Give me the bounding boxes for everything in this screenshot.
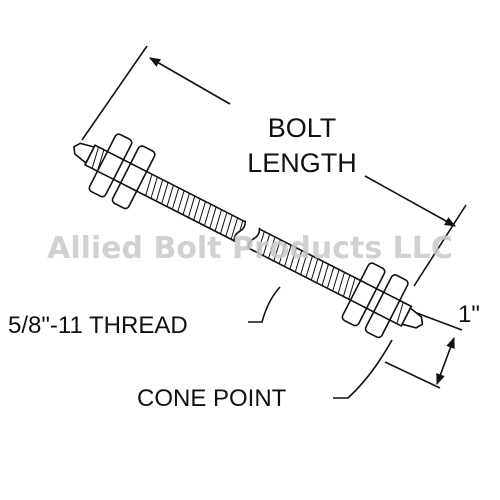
bolt-length-dimension xyxy=(81,45,467,287)
thread-line xyxy=(166,185,174,207)
thread-line xyxy=(294,250,303,273)
thread-line xyxy=(91,146,100,169)
thread-line xyxy=(214,209,222,232)
thread-line xyxy=(278,242,287,264)
thread-line xyxy=(342,274,351,297)
left-nut-inner xyxy=(111,145,156,210)
thread-line xyxy=(187,195,196,218)
thread-line xyxy=(262,234,271,256)
thread-line xyxy=(284,244,292,267)
thread-line xyxy=(182,193,190,215)
thread-line xyxy=(177,190,185,213)
watermark: Allied Bolt Products LLC xyxy=(47,231,453,266)
thread-line xyxy=(171,187,180,210)
left-cone-point xyxy=(73,142,96,165)
thread-line xyxy=(326,266,335,289)
left-nut-outer xyxy=(88,133,133,198)
thread-label: 5/8"-11 THREAD xyxy=(8,312,188,339)
thread-line xyxy=(268,236,276,259)
thread-line xyxy=(316,261,324,283)
thread-line xyxy=(219,212,228,234)
cone-point-leader xyxy=(333,339,393,399)
thread-line xyxy=(321,264,329,286)
one-inch-label: 1" xyxy=(458,301,480,328)
thread-line xyxy=(310,258,319,281)
thread-leader xyxy=(248,286,281,323)
thread-line xyxy=(289,247,297,270)
thread-line xyxy=(337,272,345,294)
thread-line xyxy=(348,277,356,300)
bolt-length-label-line2: LENGTH xyxy=(247,148,357,178)
thread-line xyxy=(230,217,239,240)
thread-line xyxy=(396,302,404,324)
thread-line xyxy=(273,239,281,262)
thread-line xyxy=(161,182,169,204)
thread-line xyxy=(203,204,212,226)
thread-line xyxy=(145,174,153,196)
thread-line xyxy=(209,206,217,229)
thread-line xyxy=(305,255,313,278)
thread-line xyxy=(257,231,265,254)
thread-line xyxy=(300,253,308,275)
thread-line xyxy=(155,179,164,202)
thread-line xyxy=(198,201,206,224)
cone-point-label: CONE POINT xyxy=(137,385,287,412)
thread-line xyxy=(150,176,158,199)
right-cone-point xyxy=(401,306,424,329)
thread-line xyxy=(193,198,201,221)
right-nut-outer xyxy=(364,274,409,339)
right-nut-inner xyxy=(341,262,386,327)
thread-line xyxy=(332,269,340,292)
bolt-body xyxy=(73,133,424,339)
thread-line xyxy=(225,214,233,237)
bolt-length-label-line1: BOLT xyxy=(268,113,337,143)
